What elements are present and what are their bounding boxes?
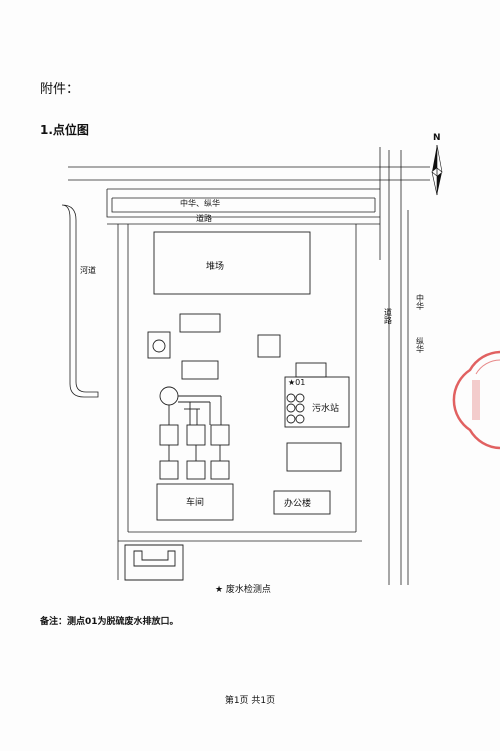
- building-small-3: [181, 360, 219, 380]
- legend-label: ★ 废水检测点: [215, 583, 271, 595]
- building-east: [286, 442, 342, 472]
- road-right-lines: [388, 150, 409, 585]
- plant-boundary: [117, 224, 362, 580]
- river-outline: [61, 204, 99, 398]
- office-building: [273, 490, 331, 515]
- office-label: 办公楼: [284, 497, 311, 509]
- tank-box: [147, 331, 171, 359]
- process-equipment: [159, 386, 230, 480]
- road-top-lines: [68, 147, 430, 260]
- workshop: [156, 483, 234, 521]
- road-top-label-2: 道路: [196, 213, 212, 223]
- point-label: ★01: [288, 378, 305, 387]
- building-small-2: [257, 334, 281, 358]
- gate-building: [124, 544, 184, 581]
- yard-label: 堆场: [206, 261, 224, 272]
- tank-circle: [152, 339, 166, 353]
- workshop-label: 车间: [186, 496, 204, 508]
- company-seal: [452, 350, 500, 450]
- north-label: N: [433, 133, 441, 143]
- building-small-1: [179, 313, 221, 333]
- road-right-label: 道路: [384, 307, 393, 324]
- river-label: 河道: [80, 265, 96, 275]
- page-footer: 第1页 共1页: [224, 696, 276, 706]
- sewage-label: 污水站: [312, 402, 339, 414]
- sewage-station: [284, 376, 350, 428]
- north-arrow-icon: [431, 144, 443, 196]
- road-top-label: 中华、纵华: [180, 198, 220, 208]
- road-right-name-2: 纵华: [416, 337, 425, 354]
- road-right-name-1: 中华: [416, 293, 425, 311]
- footnote: 备注：测点01为脱硫废水排放口。: [40, 617, 179, 627]
- sewage-tanks: [286, 393, 305, 424]
- section-title: 1.点位图: [40, 123, 89, 137]
- sewage-top-box: [295, 362, 327, 378]
- attachment-heading: 附件：: [40, 82, 80, 97]
- storage-yard: [153, 231, 311, 295]
